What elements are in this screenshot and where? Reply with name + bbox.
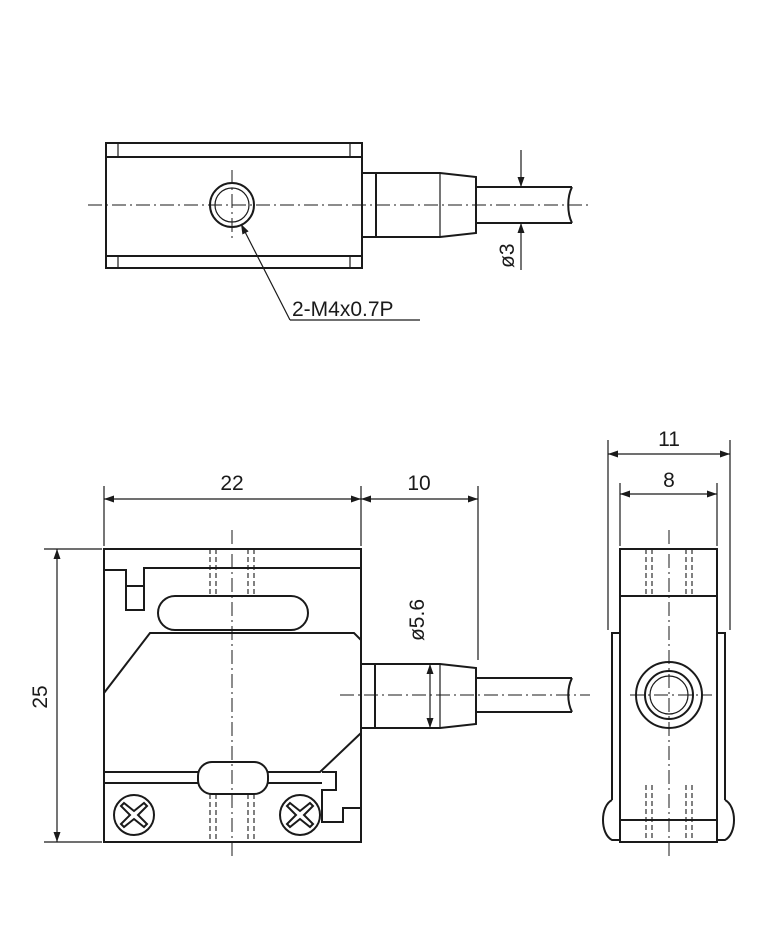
side-view: 11 8 <box>602 428 735 860</box>
thread-callout-label: 2-M4x0.7P <box>292 298 394 321</box>
outer-width-dimension: 11 <box>607 428 731 630</box>
connector-diameter-dimension: ø5.6 <box>406 599 434 728</box>
front-view: 22 10 25 ø5.6 <box>29 472 590 860</box>
inner-width-dimension-label: 8 <box>663 469 675 492</box>
connector-diameter-label: ø5.6 <box>406 599 429 641</box>
side-view-side-plates <box>611 632 726 840</box>
outer-width-dimension-label: 11 <box>658 428 680 451</box>
thread-callout: 2-M4x0.7P <box>240 223 420 321</box>
side-view-hidden-holes <box>645 549 693 842</box>
top-view-cable-diameter-dimension: ø3 <box>496 150 525 270</box>
cable-offset-dimension-label: 10 <box>407 472 430 495</box>
top-view: ø3 2-M4x0.7P <box>88 142 590 321</box>
lower-slot <box>197 761 269 795</box>
right-screw-icon <box>279 794 321 836</box>
front-view-cable-connector <box>360 663 573 729</box>
left-screw-icon <box>113 794 155 836</box>
side-view-cable-entry <box>635 661 703 729</box>
cable-offset-dimension: 10 <box>361 472 479 660</box>
cable-diameter-label: ø3 <box>496 243 519 268</box>
upper-slot <box>157 595 309 631</box>
height-dimension-label: 25 <box>29 685 52 708</box>
height-dimension: 25 <box>29 548 102 843</box>
inner-width-dimension: 8 <box>619 469 718 546</box>
width-dimension-label: 22 <box>220 472 243 495</box>
front-view-mounting-holes <box>209 549 255 842</box>
side-view-bumps <box>602 799 735 841</box>
